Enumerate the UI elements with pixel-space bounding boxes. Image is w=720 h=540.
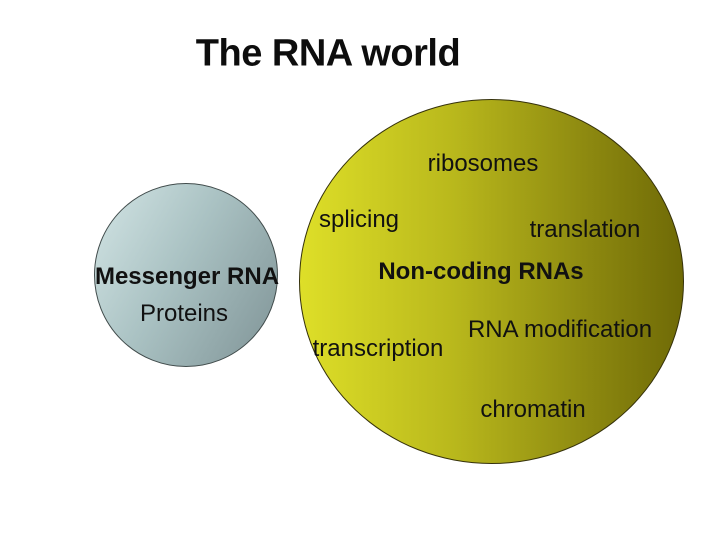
label-splicing: splicing bbox=[318, 205, 400, 233]
label-proteins: Proteins bbox=[139, 299, 229, 327]
label-rna-modification: RNA modification bbox=[467, 315, 653, 343]
label-non-coding-rnas: Non-coding RNAs bbox=[378, 257, 584, 285]
label-ribosomes: ribosomes bbox=[427, 149, 539, 177]
slide-title: The RNA world bbox=[195, 32, 461, 75]
messenger-rna-circle bbox=[94, 183, 278, 367]
label-translation: translation bbox=[529, 215, 641, 243]
label-chromatin: chromatin bbox=[480, 395, 586, 423]
label-transcription: transcription bbox=[312, 334, 444, 362]
label-messenger-rna: Messenger RNA bbox=[94, 262, 280, 290]
non-coding-rna-circle bbox=[299, 99, 684, 464]
